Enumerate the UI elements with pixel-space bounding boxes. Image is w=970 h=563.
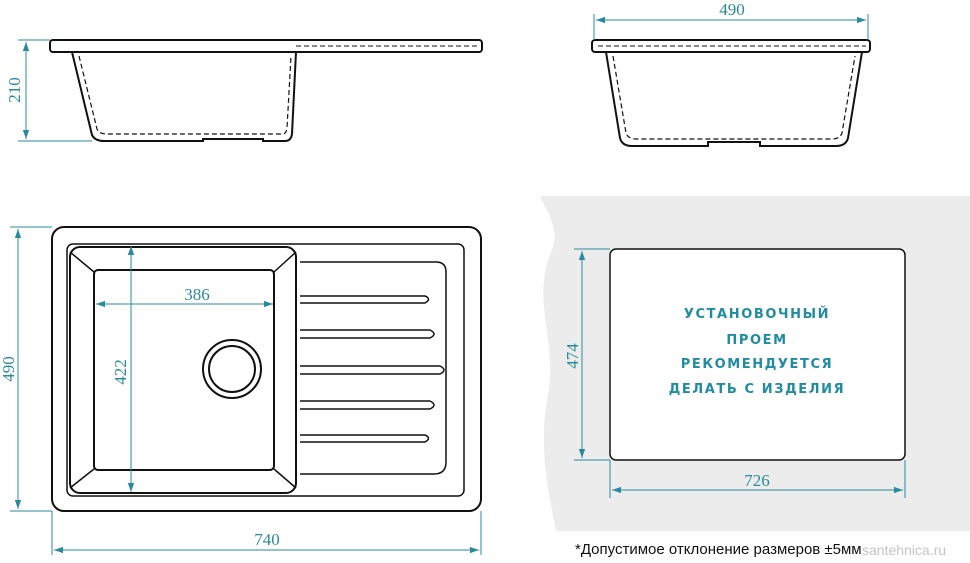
cutout-width-label: 726 [744,471,770,490]
side-view-inner-dashed [78,55,292,135]
cutout-note-line: УСТАНОВОЧНЫЙ [684,306,830,322]
plan-inner-edge [66,243,465,497]
tolerance-note: *Допустимое отклонение размеров ±5мм [575,541,862,558]
drainboard-groove [300,434,430,443]
drainboard-grooves [300,295,445,443]
cutout-note-line: РЕКОМЕНДУЕТСЯ [681,357,833,372]
side-view-rim [49,39,483,53]
plan-view [51,226,482,512]
front-view-bowl [605,51,863,147]
overall-depth-dimension [10,226,52,512]
bowl-depth-label: 422 [111,359,130,385]
overall-length-label: 740 [254,530,280,549]
plan-bowl-outer [69,246,297,494]
overall-length-dimension [51,511,482,555]
overall-depth-label: 490 [0,356,18,382]
cutout-depth-label: 474 [563,343,582,369]
bowl-width-label: 386 [184,285,210,304]
cutout-width-dimension [609,460,906,498]
plan-outer-rim [51,226,482,512]
front-width-dimension [593,14,869,40]
drainboard-groove [300,295,430,304]
front-view [591,39,871,147]
side-view-bowl [71,51,297,142]
drain-outer-ring [202,339,262,399]
drainboard-groove [300,400,435,410]
drain-inner-ring [208,345,256,393]
cutout-note: УСТАНОВОЧНЫЙ ПРОЕМ РЕКОМЕНДУЕТСЯ ДЕЛАТЬ … [669,306,846,397]
side-height-dimension [18,39,92,142]
watermark: santehnica.ru [862,542,947,558]
front-width-label: 490 [719,0,745,19]
front-view-inner-dashed [612,55,856,140]
plan-bowl-inner [93,269,275,471]
cutout-outline [609,248,906,461]
drainboard-groove [300,329,435,339]
cutout-note-line: ДЕЛАТЬ С ИЗДЕЛИЯ [669,382,846,397]
side-height-label: 210 [5,77,24,103]
cutout-depth-dimension [574,248,610,461]
drainboard-groove [300,365,445,375]
side-view [49,39,483,142]
cutout-note-line: ПРОЕМ [726,333,787,348]
drainboard-outline [300,261,447,475]
